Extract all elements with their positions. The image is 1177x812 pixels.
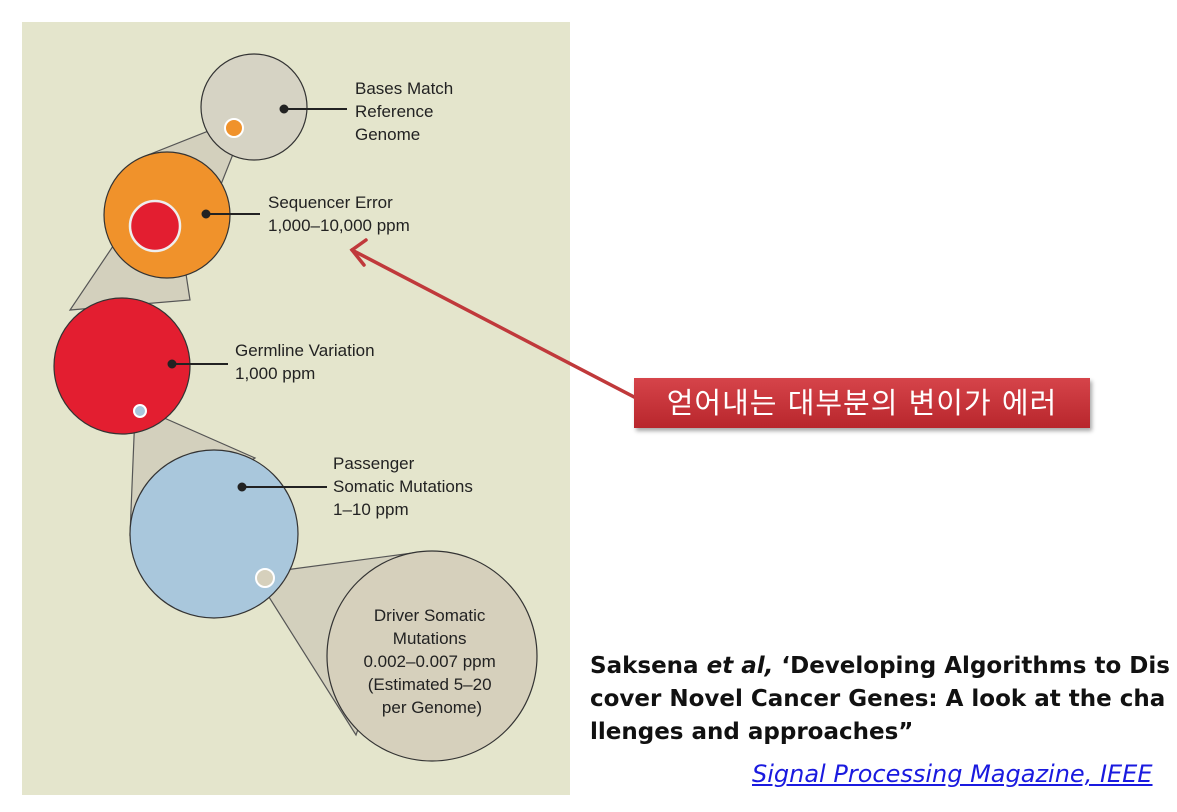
- label-germline-variation: Germline Variation 1,000 ppm: [235, 341, 379, 383]
- callout-box: 얻어내는 대부분의 변이가 에러: [634, 378, 1090, 428]
- circle-germline-variation: [53, 297, 191, 435]
- citation-title-line1: ‘Developing Algorithms to Dis: [781, 653, 1170, 679]
- inner-circle-orange: [224, 118, 244, 138]
- circle-driver-mutations: [326, 550, 538, 762]
- inner-circle-tan: [255, 568, 275, 588]
- source-link[interactable]: Signal Processing Magazine, IEEE: [752, 760, 1153, 788]
- citation: Saksena et al, ‘Developing Algorithms to…: [590, 650, 1177, 749]
- citation-title-line3: llenges and approaches”: [590, 719, 914, 745]
- citation-author: Saksena: [590, 653, 699, 679]
- leader-lines: [167, 104, 347, 492]
- citation-etal: et al,: [706, 653, 774, 679]
- label-sequencer-error: Sequencer Error 1,000–10,000 ppm: [268, 193, 410, 235]
- circle-passenger-mutations: [129, 449, 299, 619]
- label-driver-mutations: Driver Somatic Mutations 0.002–0.007 ppm…: [363, 606, 500, 717]
- callout-arrow: [349, 238, 638, 400]
- inner-circle-blue: [133, 404, 147, 418]
- citation-title-line2: cover Novel Cancer Genes: A look at the …: [590, 686, 1166, 712]
- inner-circle-red: [128, 199, 182, 253]
- label-passenger-mutations: Passenger Somatic Mutations 1–10 ppm: [333, 454, 478, 519]
- label-bases-match: Bases Match Reference Genome: [355, 79, 458, 144]
- circle-bases-match: [200, 53, 308, 161]
